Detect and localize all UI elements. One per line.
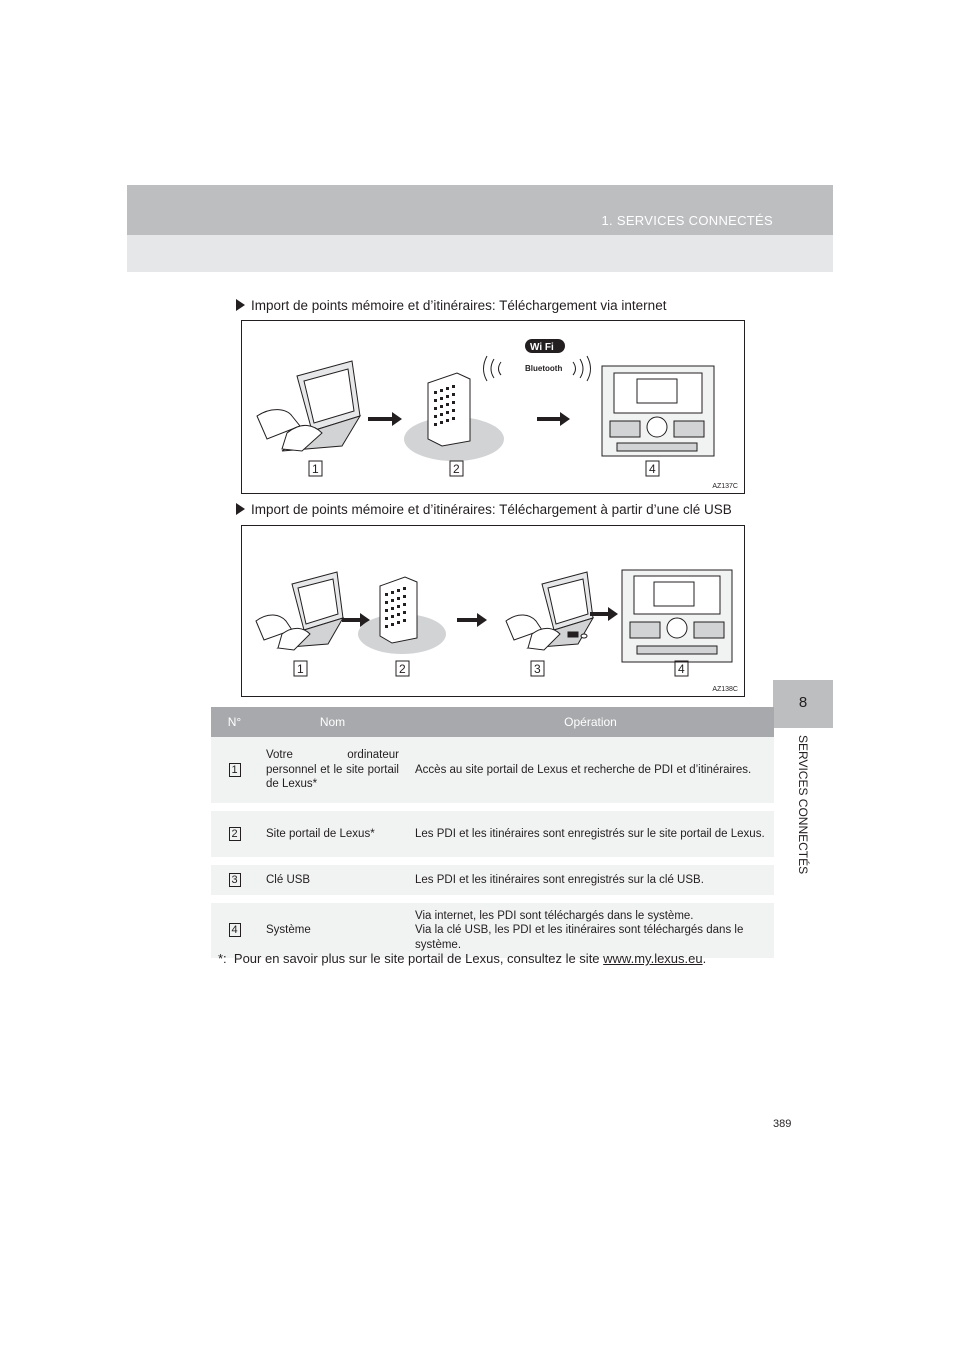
footnote-marker: *: <box>218 951 227 966</box>
row-num-cell: 2 <box>211 807 258 865</box>
building-icon <box>358 576 446 654</box>
figure-internet-download: Wi Fi Bluetooth 1 2 4 AZ137C <box>241 320 745 494</box>
arrow-icon <box>537 412 570 426</box>
row-num-cell: 4 <box>211 899 258 967</box>
wifi-text: Wi Fi <box>530 342 554 353</box>
footnote-suffix: . <box>702 951 707 966</box>
figure-code: AZ137C <box>712 483 738 490</box>
footnote-link[interactable]: www.my.lexus.eu <box>603 951 703 966</box>
chapter-number: 8 <box>798 694 808 711</box>
row-number-box: 3 <box>228 872 241 887</box>
figure-label: 2 <box>453 462 460 476</box>
row-number-box: 2 <box>228 826 241 841</box>
table-row: 3 Clé USB Les PDI et les itinéraires son… <box>211 861 774 903</box>
table-header-operation: Opération <box>407 707 774 737</box>
row-operation: Les PDI et les itinéraires sont enregist… <box>407 807 774 865</box>
illustration-internet: Wi Fi Bluetooth 1 2 4 <box>256 339 715 477</box>
row-num-cell: 1 <box>211 737 258 811</box>
row-name: Clé USB <box>258 861 407 903</box>
footnote-text: Pour en savoir plus sur le site portail … <box>233 951 604 966</box>
table-header-name: Nom <box>258 707 407 737</box>
wifi-bluetooth-icon: Wi Fi Bluetooth <box>483 339 591 382</box>
row-number-box: 4 <box>228 923 241 938</box>
arrow-icon <box>368 412 402 426</box>
row-number-box: 1 <box>228 762 241 777</box>
figure-label: 1 <box>312 462 319 476</box>
section-heading-internet: Import de points mémoire et d’itinéraire… <box>236 298 666 313</box>
figure-label: 1 <box>297 662 304 676</box>
figure-usb-download: 1 2 3 4 AZ138C <box>241 525 745 697</box>
operations-table: N° Nom Opération 1 Votre ordinateur pers… <box>211 707 774 967</box>
laptop-usb-icon <box>505 571 595 651</box>
triangle-bullet-icon <box>236 299 245 311</box>
footnote: *: Pour en savoir plus sur le site porta… <box>218 951 706 966</box>
car-dashboard-icon <box>601 365 715 457</box>
table-row: 1 Votre ordinateur personnel et le site … <box>211 737 774 811</box>
row-num-cell: 3 <box>211 861 258 903</box>
chapter-tab: 8 <box>773 680 833 728</box>
laptop-icon <box>255 571 345 651</box>
figure-label: 2 <box>399 662 406 676</box>
table-row: 4 Système Via internet, les PDI sont tél… <box>211 899 774 967</box>
row-name: Votre ordinateur personnel et le site po… <box>258 737 407 811</box>
header-top-bar: 1. SERVICES CONNECTÉS <box>127 185 833 235</box>
illustration-usb: 1 2 3 4 <box>255 569 733 677</box>
chapter-side-title-text: SERVICES CONNECTÉS <box>796 735 810 875</box>
triangle-bullet-icon <box>236 503 245 515</box>
building-icon <box>404 372 504 461</box>
section-heading-usb: Import de points mémoire et d’itinéraire… <box>236 502 732 517</box>
table-header-num: N° <box>211 707 258 737</box>
arrow-icon <box>590 607 618 621</box>
arrow-icon <box>342 613 370 627</box>
figure-label: 4 <box>678 662 685 676</box>
row-name: Site portail de Lexus* <box>258 807 407 865</box>
page-number: 389 <box>773 1118 792 1130</box>
table-row: 2 Site portail de Lexus* Les PDI et les … <box>211 807 774 865</box>
figure-code: AZ138C <box>712 686 738 693</box>
laptop-icon <box>256 360 362 452</box>
section-heading-text: Import de points mémoire et d’itinéraire… <box>251 502 732 517</box>
bluetooth-text: Bluetooth <box>525 364 562 373</box>
figure-label: 3 <box>534 662 541 676</box>
header-band: 1. SERVICES CONNECTÉS <box>127 185 833 272</box>
row-operation: Les PDI et les itinéraires sont enregist… <box>407 861 774 903</box>
page-header-title: 1. SERVICES CONNECTÉS <box>601 213 773 228</box>
chapter-side-title: SERVICES CONNECTÉS <box>780 735 820 895</box>
table-header-row: N° Nom Opération <box>211 707 774 737</box>
figure-label: 4 <box>649 462 656 476</box>
car-dashboard-icon <box>621 569 733 663</box>
row-operation: Via internet, les PDI sont téléchargés d… <box>407 899 774 967</box>
arrow-icon <box>457 613 487 627</box>
row-name: Système <box>258 899 407 967</box>
section-heading-text: Import de points mémoire et d’itinéraire… <box>251 298 667 313</box>
row-operation: Accès au site portail de Lexus et recher… <box>407 737 774 811</box>
